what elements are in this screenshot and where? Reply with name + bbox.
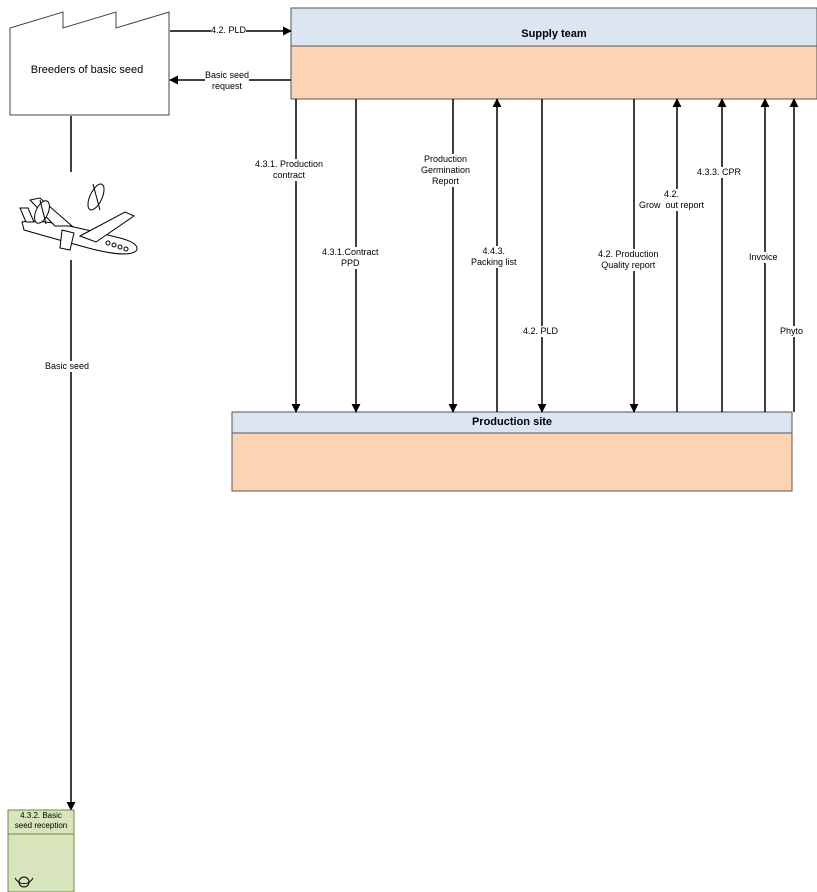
production-site-body — [232, 433, 792, 491]
packing-list-label: 4.4.3. Packing list — [471, 246, 517, 268]
pld-top-label: 4.2. PLD — [211, 25, 246, 36]
contract-ppd-label: 4.3.1.Contract PPD — [322, 247, 379, 269]
supply-team-body — [291, 46, 817, 99]
grow-out-report-label: 4.2. Grow out report — [639, 189, 704, 211]
supply-team-header — [291, 8, 817, 46]
cpr-label: 4.3.3. CPR — [697, 167, 741, 178]
reception-label: 4.3.2. Basic seed reception — [9, 811, 73, 831]
airplane-icon — [20, 182, 137, 254]
production-site-title: Production site — [232, 416, 792, 428]
supply-team-title: Supply team — [291, 28, 817, 40]
phyto-label: Phyto — [780, 326, 803, 337]
germination-report-label: Production Germination Report — [421, 154, 470, 187]
pld-mid-label: 4.2. PLD — [523, 326, 558, 337]
breeder-label: Breeders of basic seed — [12, 64, 162, 76]
basic-seed-request-label: Basic seed request — [205, 70, 249, 92]
production-contract-label: 4.3.1. Production contract — [255, 159, 323, 181]
quality-report-label: 4.2. Production Quality report — [598, 249, 659, 271]
invoice-label: Invoice — [749, 252, 778, 263]
basic-seed-label: Basic seed — [45, 361, 89, 372]
